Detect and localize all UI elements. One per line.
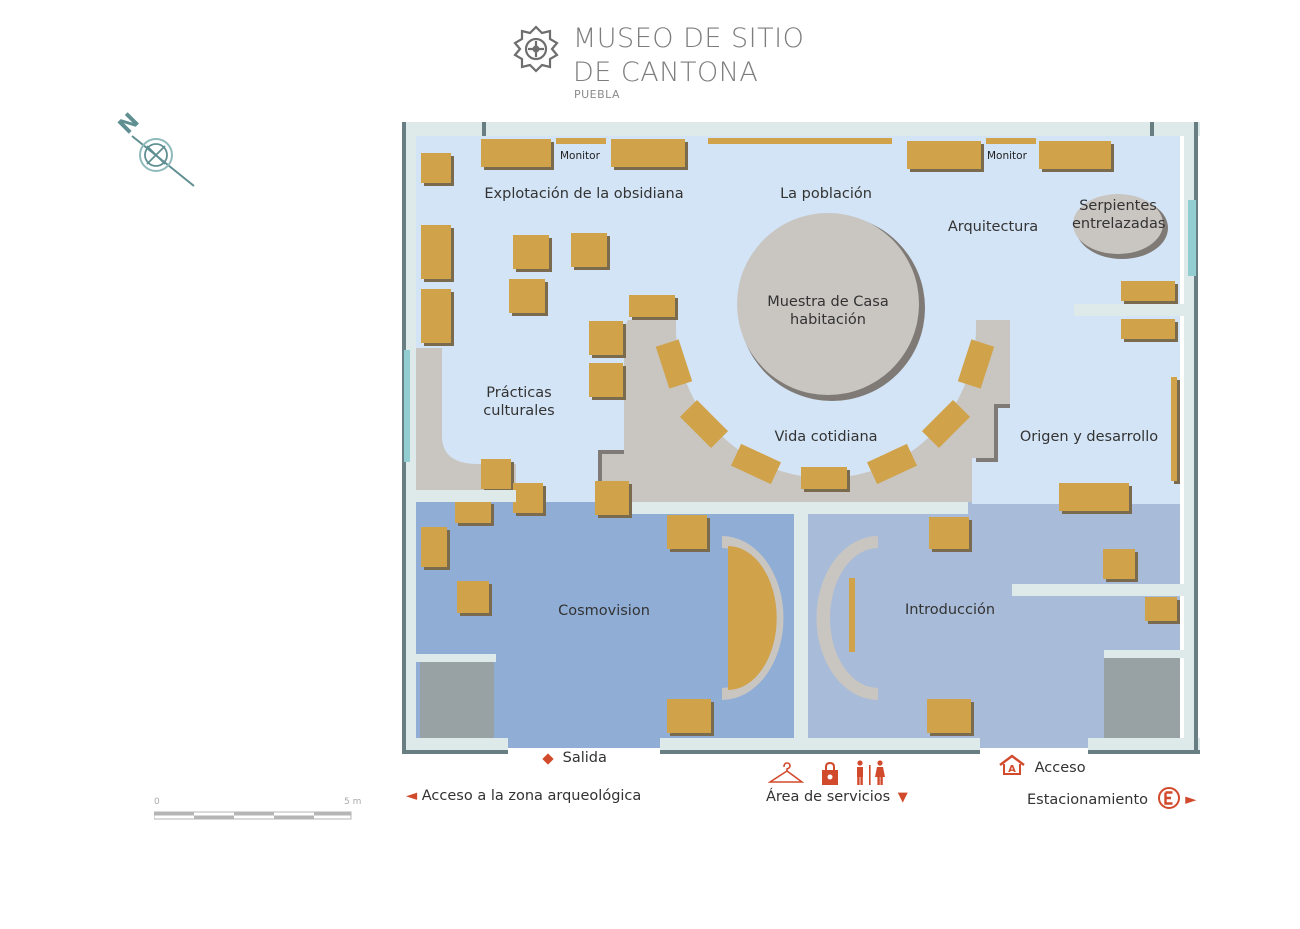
service-icons <box>768 760 890 788</box>
service-room-right <box>1104 656 1180 738</box>
casa-habitacion-platform <box>737 213 919 395</box>
area-servicios-label: Área de servicios <box>766 789 891 805</box>
museum-header: MUSEO DE SITIO DE CANTONA PUEBLA <box>505 22 825 106</box>
room-label-arquitectura: Arquitectura <box>947 219 1039 235</box>
salida-icon <box>542 753 554 765</box>
window-left <box>404 350 410 462</box>
svg-text:A: A <box>1008 764 1016 775</box>
arrow-left-icon: ◄ <box>406 788 418 804</box>
parking-e-icon <box>1157 787 1180 809</box>
service-room-left <box>420 660 494 738</box>
room-label-practicas: Prácticas culturales <box>483 385 555 419</box>
room-label-cosmovision: Cosmovision <box>558 603 650 619</box>
museum-subtitle: PUEBLA <box>574 88 621 101</box>
salida-label: Salida <box>562 750 607 766</box>
acceso-house-icon: A <box>999 754 1025 775</box>
area-servicios-marker[interactable]: Área de servicios ▼ <box>766 789 908 805</box>
acceso-label: Acceso <box>1034 760 1086 776</box>
room-label-origen: Origen y desarrollo <box>1019 429 1159 445</box>
museum-floor-plan: Explotación de la obsidiana La población… <box>398 118 1204 766</box>
practicas-platform <box>416 348 516 490</box>
arrow-down-icon: ▼ <box>897 790 908 805</box>
coat-hanger-icon <box>768 762 804 783</box>
zona-arqueologica-label: Acceso a la zona arqueológica <box>421 788 642 804</box>
estacionamiento-link[interactable]: Estacionamiento ► <box>1027 786 1196 810</box>
salida-marker[interactable]: Salida <box>542 750 607 766</box>
window-right <box>1188 200 1196 276</box>
floor-plan-graphic <box>402 122 1200 754</box>
room-label-poblacion: La población <box>780 186 872 202</box>
monitor-label-right: Monitor <box>987 150 1027 162</box>
compass-north-label: N <box>114 112 145 139</box>
scale-bar: 0 5 m <box>150 795 370 827</box>
room-label-muestra: Muestra de Casa habitación <box>767 294 889 328</box>
curved-partitions <box>722 536 878 700</box>
room-label-serpientes: Serpientes entrelazadas <box>1072 198 1166 232</box>
museum-title-line1: MUSEO DE SITIO <box>573 23 805 54</box>
estacionamiento-label: Estacionamiento <box>1027 792 1149 808</box>
north-compass-icon: N <box>114 112 195 187</box>
room-label-explotacion: Explotación de la obsidiana <box>484 186 684 202</box>
scale-start-label: 0 <box>154 797 160 807</box>
serpientes-platform <box>1073 194 1163 254</box>
room-label-introduccion: Introducción <box>904 602 996 618</box>
scale-bar-graphic <box>154 811 352 820</box>
room-label-vida: Vida cotidiana <box>774 429 878 445</box>
monitor-label-left: Monitor <box>560 150 600 162</box>
display-cases <box>421 138 1180 736</box>
glyph-logo-icon <box>513 25 559 73</box>
scale-end-label: 5 m <box>344 797 362 807</box>
restroom-icon <box>857 760 885 785</box>
museum-title-line2: DE CANTONA <box>573 57 759 88</box>
arrow-right-icon: ► <box>1185 792 1197 808</box>
acceso-marker[interactable]: A Acceso <box>998 754 1086 776</box>
shopping-bag-icon <box>822 762 838 785</box>
zona-arqueologica-link[interactable]: ◄ Acceso a la zona arqueológica <box>406 788 641 804</box>
